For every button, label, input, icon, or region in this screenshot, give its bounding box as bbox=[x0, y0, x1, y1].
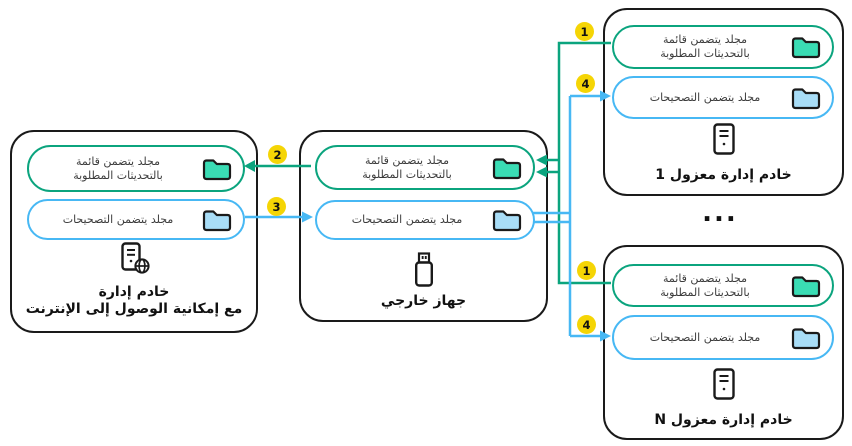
green-folder-icon bbox=[202, 157, 232, 181]
more-servers-ellipsis: ... bbox=[702, 198, 738, 228]
step-3-badge: 3 bbox=[267, 197, 286, 216]
isolated-admin-server-n-box: مجلد يتضمن قائمة بالتحديثات المطلوبة مجل… bbox=[603, 245, 844, 440]
updates-list-folder-pill: مجلد يتضمن قائمة بالتحديثات المطلوبة bbox=[27, 145, 245, 192]
server-internet-icon bbox=[12, 242, 256, 274]
updates-list-folder-label: مجلد يتضمن قائمة بالتحديثات المطلوبة bbox=[660, 271, 750, 299]
internet-admin-server-label: خادم إدارة مع إمكانية الوصول إلى الإنترن… bbox=[25, 284, 243, 317]
internet-admin-server-box: مجلد يتضمن قائمة بالتحديثات المطلوبة مجل… bbox=[10, 130, 258, 333]
isolated-admin-server-1-box: مجلد يتضمن قائمة بالتحديثات المطلوبة مجل… bbox=[603, 8, 844, 196]
usb-drive-icon bbox=[301, 252, 546, 288]
patches-folder-pill: مجلد يتضمن التصحيحات bbox=[612, 76, 834, 119]
server-icon bbox=[605, 123, 842, 155]
step-4-badge-bottom: 4 bbox=[577, 315, 596, 334]
green-folder-icon bbox=[492, 156, 522, 180]
external-device-box: مجلد يتضمن قائمة بالتحديثات المطلوبة مجل… bbox=[299, 130, 548, 322]
patches-folder-label: مجلد يتضمن التصحيحات bbox=[649, 90, 761, 104]
updates-list-folder-pill: مجلد يتضمن قائمة بالتحديثات المطلوبة bbox=[315, 145, 535, 190]
updates-list-folder-pill: مجلد يتضمن قائمة بالتحديثات المطلوبة bbox=[612, 264, 834, 307]
step-2-badge: 2 bbox=[268, 145, 287, 164]
patches-folder-label: مجلد يتضمن التصحيحات bbox=[62, 212, 174, 226]
blue-folder-icon bbox=[791, 326, 821, 350]
server-icon bbox=[605, 368, 842, 400]
external-device-label: جهاز خارجي bbox=[380, 293, 467, 309]
green-folder-icon bbox=[791, 274, 821, 298]
updates-list-folder-label: مجلد يتضمن قائمة بالتحديثات المطلوبة bbox=[660, 33, 750, 60]
green-folder-icon bbox=[791, 35, 821, 59]
blue-folder-icon bbox=[492, 208, 522, 232]
patches-folder-pill: مجلد يتضمن التصحيحات bbox=[315, 200, 535, 240]
updates-list-folder-label: مجلد يتضمن قائمة بالتحديثات المطلوبة bbox=[73, 154, 163, 182]
patches-folder-pill: مجلد يتضمن التصحيحات bbox=[612, 315, 834, 360]
isolated-admin-server-n-label: خادم إدارة معزول N bbox=[654, 412, 793, 428]
isolated-admin-server-1-label: خادم إدارة معزول 1 bbox=[655, 167, 792, 183]
step-1-badge-top: 1 bbox=[575, 22, 594, 41]
step-1-badge-bottom: 1 bbox=[577, 261, 596, 280]
blue-folder-icon bbox=[791, 86, 821, 110]
patches-folder-label: مجلد يتضمن التصحيحات bbox=[351, 213, 463, 227]
step-4-badge-top: 4 bbox=[576, 74, 595, 93]
blue-folder-icon bbox=[202, 208, 232, 232]
patches-folder-pill: مجلد يتضمن التصحيحات bbox=[27, 199, 245, 240]
patches-folder-label: مجلد يتضمن التصحيحات bbox=[649, 330, 761, 344]
updates-list-folder-pill: مجلد يتضمن قائمة بالتحديثات المطلوبة bbox=[612, 25, 834, 69]
updates-list-folder-label: مجلد يتضمن قائمة بالتحديثات المطلوبة bbox=[362, 153, 452, 181]
